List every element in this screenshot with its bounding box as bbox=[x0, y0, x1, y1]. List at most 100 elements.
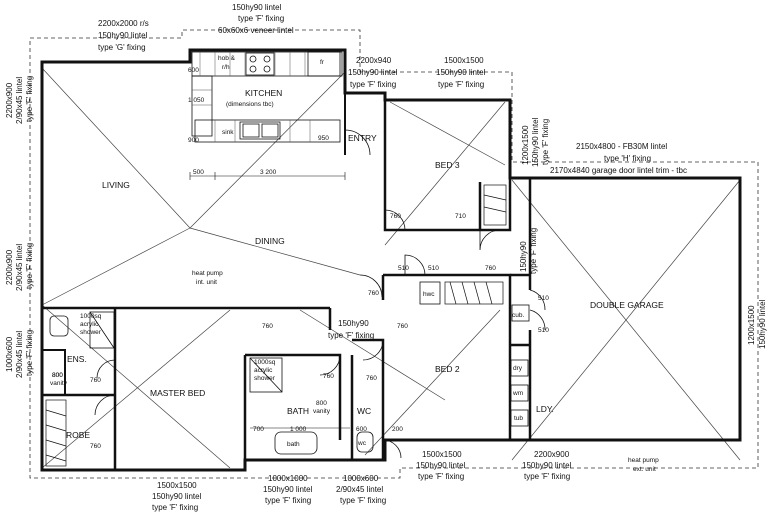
roof-outline bbox=[29, 29, 759, 479]
dim-900: 900 bbox=[188, 137, 199, 144]
lintel-bed3-right-1: 1200x1500 bbox=[521, 125, 530, 165]
lintel-left-mid-2: 2/90x45 lintel bbox=[15, 244, 24, 291]
lintel-bed3-right: 1200x1500 150hy90 lintel type 'F' fixing bbox=[521, 117, 550, 167]
bath-shower-label-2: acrylic bbox=[254, 367, 273, 374]
lintel-bottom-bed2-1: 1500x1500 bbox=[422, 450, 462, 459]
dim-700: 700 bbox=[253, 426, 264, 433]
lintel-annotations: 2200x2000 r/s 150hy90 lintel type 'G' fi… bbox=[5, 3, 767, 512]
ens-shower-label-3: shower bbox=[80, 329, 102, 336]
dim-510-c: 510 bbox=[538, 295, 549, 302]
lintel-left-lower-1: 1000x600 bbox=[5, 336, 14, 372]
lintel-garage-top-2: type 'H' fixing bbox=[604, 154, 651, 163]
lintel-entry: 2200x940 150hy90 lintel type 'F' fixing bbox=[348, 56, 398, 89]
lintel-garage-right: 1200x1500 150hy90 lintel bbox=[747, 299, 767, 349]
lintel-garage-top: 2150x4800 - FB30M lintel type 'H' fixing… bbox=[550, 142, 687, 175]
lintel-hall: 150hy90 type 'F' fixing bbox=[328, 319, 374, 340]
lintel-garage-right-2: 150hy90 lintel bbox=[758, 299, 767, 349]
dim-510-d: 510 bbox=[538, 327, 549, 334]
lintel-bottom-master-1: 1500x1500 bbox=[157, 481, 197, 490]
lintel-ldy-door: 150hy90 type 'F' fixing bbox=[519, 228, 538, 274]
lintel-garage-right-1: 1200x1500 bbox=[747, 305, 756, 345]
lintel-left-upper: 2200x900 2/90x45 lintel type 'F' fixing bbox=[5, 76, 34, 124]
hwc-label: hwc bbox=[423, 291, 435, 298]
ens-vanity-label-2: vanity bbox=[50, 380, 68, 387]
lintel-left-lower-3: type 'F' fixing bbox=[25, 330, 34, 376]
wet-area-fixtures bbox=[49, 281, 530, 455]
dim-600-kitchen: 600 bbox=[188, 67, 199, 74]
door-swings bbox=[94, 129, 546, 459]
roof-hip-lines bbox=[41, 67, 741, 469]
lintel-bottom-bed2-3: type 'F' fixing bbox=[418, 472, 464, 481]
lintel-bottom-master-3: type 'F' fixing bbox=[152, 503, 198, 512]
lintel-top-kitchen-1: 150hy90 lintel bbox=[232, 3, 282, 12]
bath-shower-label-1: 1000sq bbox=[254, 359, 276, 366]
lintel-top-kitchen-2: type 'F' fixing bbox=[238, 14, 284, 23]
lintel-left-mid-3: type 'F' fixing bbox=[25, 243, 34, 289]
lintel-bottom-ldy-3: type 'F' fixing bbox=[524, 472, 570, 481]
washing-machine-label: wm bbox=[512, 390, 523, 397]
lintel-bed3-top-1: 1500x1500 bbox=[444, 56, 484, 65]
kitchen-sink bbox=[239, 121, 281, 140]
dim-760-hall: 760 bbox=[485, 265, 496, 272]
kitchen-note-label: (dimensions tbc) bbox=[226, 101, 274, 108]
bath-label: BATH bbox=[287, 406, 309, 416]
lintel-bottom-ldy: 2200x900 150hy90 lintel type 'F' fixing bbox=[522, 450, 572, 481]
lintel-bed3-top-3: type 'F' fixing bbox=[438, 80, 484, 89]
dim-760-bed3: 760 bbox=[390, 213, 401, 220]
lintel-left-upper-1: 2200x900 bbox=[5, 82, 14, 118]
robe-label: ROBE bbox=[66, 430, 90, 440]
lintel-bottom-ldy-1: 2200x900 bbox=[534, 450, 570, 459]
laundry-tub-label: tub bbox=[514, 415, 523, 422]
lintel-top-left: 2200x2000 r/s 150hy90 lintel type 'G' fi… bbox=[98, 19, 149, 52]
lintel-left-lower: 1000x600 2/90x45 lintel type 'F' fixing bbox=[5, 330, 34, 378]
lintel-top-left-2: 150hy90 lintel bbox=[98, 31, 148, 40]
lintel-hall-1: 150hy90 bbox=[338, 319, 369, 328]
dim-1000: 1 000 bbox=[290, 426, 307, 433]
bath-vanity-label-2: vanity bbox=[313, 408, 331, 415]
lintel-bed3-top: 1500x1500 150hy90 lintel type 'F' fixing bbox=[436, 56, 486, 89]
lintel-bottom-master: 1500x1500 150hy90 lintel type 'F' fixing bbox=[152, 481, 202, 512]
lintel-bottom-master-2: 150hy90 lintel bbox=[152, 492, 202, 501]
dim-760-living: 760 bbox=[368, 290, 379, 297]
lintel-left-lower-2: 2/90x45 lintel bbox=[15, 331, 24, 378]
lintel-bottom-bath-3: type 'F' fixing bbox=[265, 496, 311, 505]
lintel-ldy-door-2: type 'F' fixing bbox=[529, 228, 538, 274]
lintel-bed3-right-2: 150hy90 lintel bbox=[531, 117, 540, 167]
lintel-bottom-wc: 1000x600 2/90x45 lintel type 'F' fixing bbox=[336, 474, 386, 505]
dim-500: 500 bbox=[193, 169, 204, 176]
living-label: LIVING bbox=[102, 180, 130, 190]
lintel-entry-2: 150hy90 lintel bbox=[348, 68, 398, 77]
dim-760-bath: 760 bbox=[323, 373, 334, 380]
ens-shower-label-1: 1000sq bbox=[80, 313, 102, 320]
dimension-labels: 500 3 200 600 1 050 900 950 710 760 760 … bbox=[52, 67, 549, 450]
dimension-lines bbox=[189, 172, 350, 429]
lintel-entry-1: 2200x940 bbox=[356, 56, 392, 65]
lintel-left-mid-1: 2200x900 bbox=[5, 249, 14, 285]
heat-pump-int-label-1: heat pump bbox=[192, 270, 223, 277]
dryer-label: dry bbox=[513, 365, 523, 372]
dim-760-bed2: 760 bbox=[397, 323, 408, 330]
wc-pan-label: wc bbox=[357, 440, 367, 447]
wardrobe-hatching bbox=[45, 184, 507, 467]
lintel-bed3-top-2: 150hy90 lintel bbox=[436, 68, 486, 77]
lintel-bottom-wc-3: type 'F' fixing bbox=[340, 496, 386, 505]
lintel-bottom-ldy-2: 150hy90 lintel bbox=[522, 461, 572, 470]
dim-800-ens: 800 bbox=[52, 372, 63, 379]
fixture-labels: hob & r/h fr sink hwc dry wm tub bath wc… bbox=[50, 55, 659, 473]
dim-710: 710 bbox=[455, 213, 466, 220]
lintel-bottom-bed2-2: 150hy90 lintel bbox=[416, 461, 466, 470]
dim-1050: 1 050 bbox=[188, 97, 205, 104]
lintel-ldy-door-1: 150hy90 bbox=[519, 241, 528, 272]
ens-vanity-label-1: 800 bbox=[52, 372, 63, 379]
lintel-hall-2: type 'F' fixing bbox=[328, 331, 374, 340]
lintel-top-kitchen-3: 60x60x6 veneer lintel bbox=[218, 26, 294, 35]
bed3-label: BED 3 bbox=[435, 160, 460, 170]
fridge bbox=[307, 51, 341, 77]
room-labels: KITCHEN (dimensions tbc) LIVING DINING E… bbox=[66, 88, 664, 440]
ens-shower-label-2: acrylic bbox=[80, 321, 99, 328]
dim-760-master: 760 bbox=[262, 323, 273, 330]
dim-600-wc: 600 bbox=[356, 426, 367, 433]
dining-label: DINING bbox=[255, 236, 285, 246]
bath-tub-label: bath bbox=[287, 441, 300, 448]
